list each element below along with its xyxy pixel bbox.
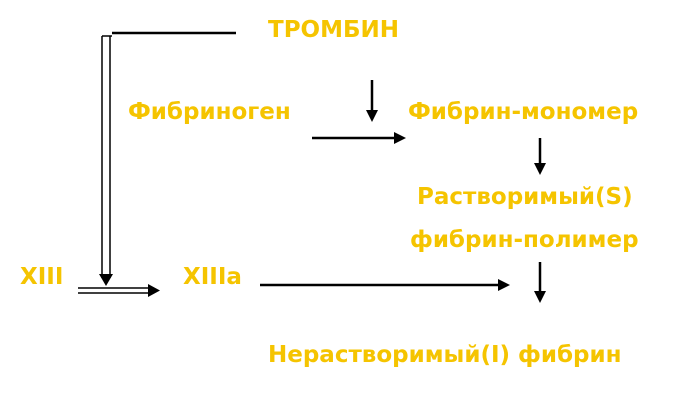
label-soluble-polymer-line1: Растворимый(S) (417, 184, 633, 210)
xiii-to-xiiia-arrow (78, 284, 160, 297)
polymer-to-insoluble-arrow (534, 262, 546, 303)
label-thrombin: ТРОМБИН (268, 17, 399, 43)
xiiia-to-conversion-arrow (260, 279, 510, 291)
label-soluble-polymer-line2: фибрин-полимер (410, 227, 639, 253)
label-fibrinogen: Фибриноген (128, 99, 291, 125)
fibrinogen-to-monomer-arrow (312, 132, 406, 144)
label-insoluble-fibrin: Нерастворимый(I) фибрин (268, 342, 622, 368)
thrombin-to-xiii-connector (99, 31, 236, 286)
monomer-to-polymer-arrow (534, 138, 546, 175)
label-factor-xiii: XIII (20, 264, 63, 290)
label-fibrin-monomer: Фибрин-мономер (408, 99, 638, 125)
label-factor-xiiia: XIIIa (183, 264, 242, 290)
thrombin-down-arrow (366, 80, 378, 122)
